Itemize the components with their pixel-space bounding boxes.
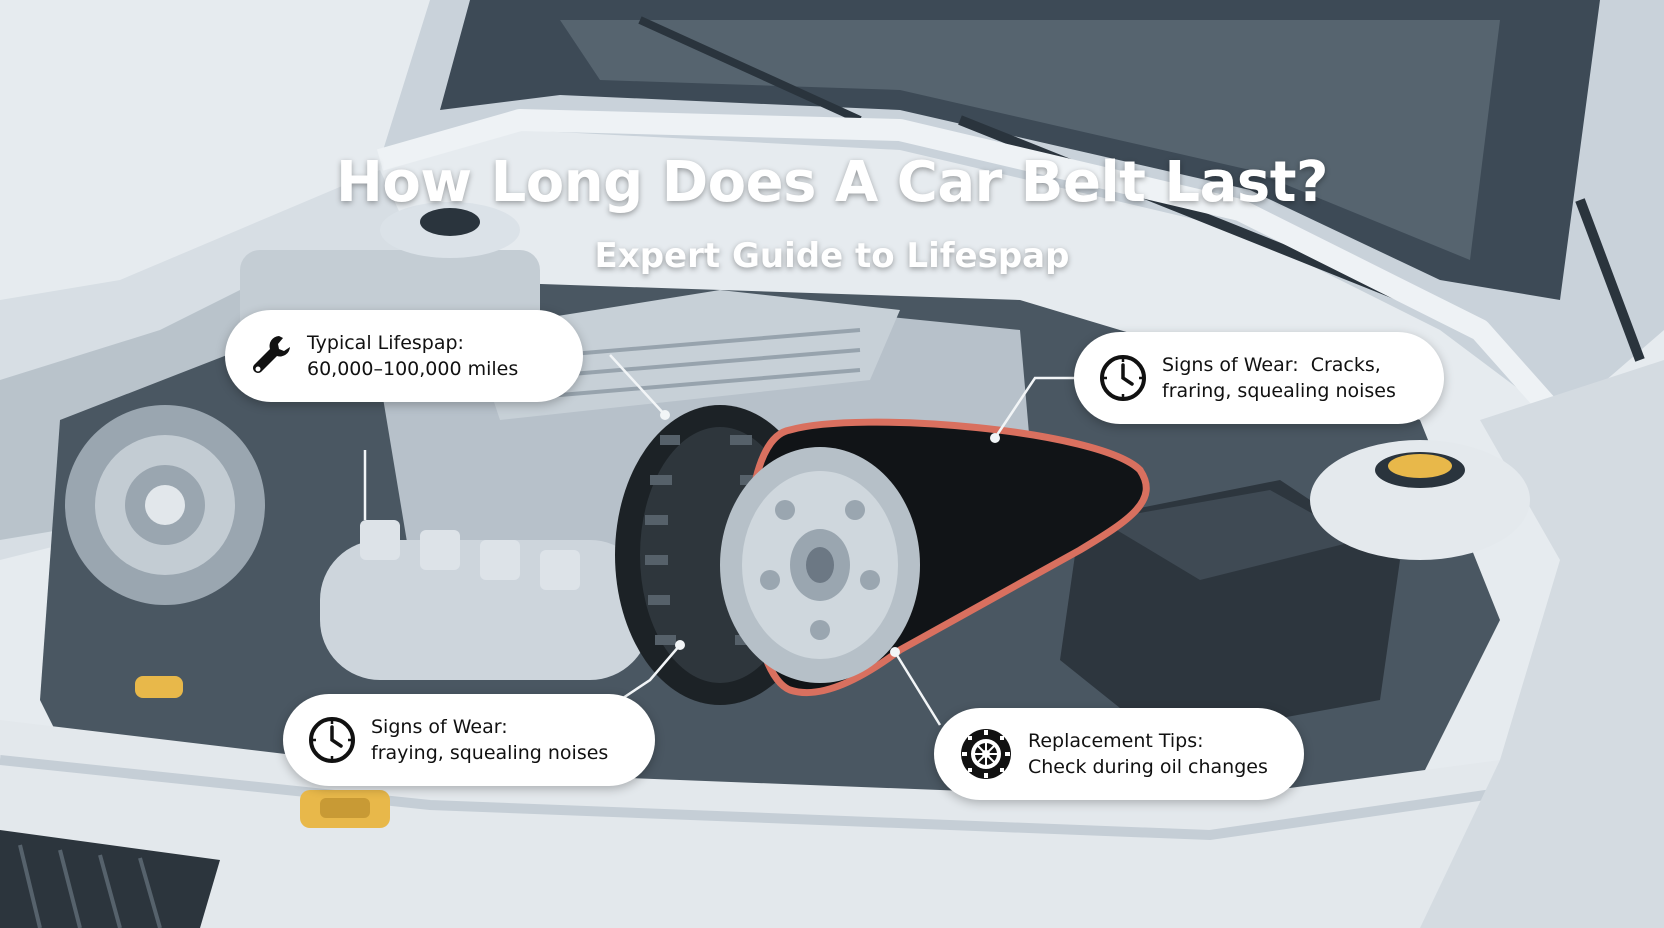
callout-wear-bottom-line2: fraying, squealing noises	[371, 742, 609, 764]
page-subtitle: Expert Guide to Lifespap	[594, 236, 1070, 276]
callout-lifespan-line2: 60,000–100,000 miles	[307, 358, 519, 380]
callout-wear-bottom-line1: Signs of Wear:	[371, 716, 508, 738]
wrench-icon	[249, 332, 293, 380]
belt-pulley	[615, 405, 1150, 705]
callout-signs-of-wear-bottom: Signs of Wear: fraying, squealing noises	[283, 694, 655, 786]
callout-replacement-line2: Check during oil changes	[1028, 756, 1268, 778]
callout-lifespan-line1: Typical Lifespap:	[307, 332, 464, 354]
callout-wear-top-line2: fraring, squealing noises	[1162, 380, 1396, 402]
callout-lifespan: Typical Lifespap: 60,000–100,000 miles	[225, 310, 583, 402]
clock-icon	[307, 715, 357, 765]
callout-wear-top-line1: Signs of Wear: Cracks,	[1162, 354, 1381, 376]
callout-replacement-tips: Replacement Tips: Check during oil chang…	[934, 708, 1304, 800]
page-title: How Long Does A Car Belt Last?	[336, 150, 1328, 215]
callout-replacement-line1: Replacement Tips:	[1028, 730, 1204, 752]
tire-icon	[958, 726, 1014, 782]
clock-icon	[1098, 353, 1148, 403]
callout-signs-of-wear-top: Signs of Wear: Cracks, fraring, squealin…	[1074, 332, 1444, 424]
